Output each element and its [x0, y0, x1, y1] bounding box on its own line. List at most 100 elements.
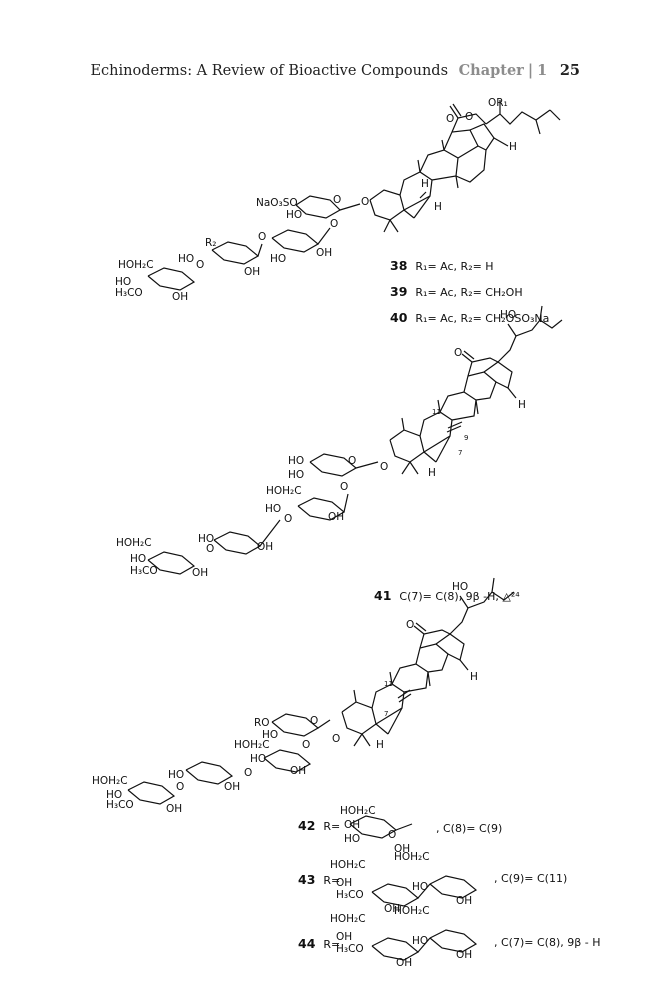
atom-label: O	[406, 619, 414, 631]
atom-label: O	[340, 481, 348, 493]
atom-label: OH	[166, 803, 182, 815]
atom-label: O	[196, 259, 204, 271]
atom-label: HO	[115, 276, 131, 288]
atom-label: HO	[412, 881, 428, 893]
running-header: Echinoderms: A Review of Bioactive Compo…	[0, 62, 580, 79]
atom-label: O	[333, 194, 341, 206]
atom-label: OH	[336, 931, 352, 943]
atom-label: H₃CO	[115, 287, 143, 299]
atom-label: HO	[262, 729, 278, 741]
atom-label: O	[302, 739, 310, 751]
atom-label: HOH₂C	[394, 851, 430, 863]
atom-label: O	[446, 113, 454, 125]
atom-label: O	[330, 218, 338, 230]
atom-label: OH	[244, 266, 260, 278]
atom-label: HO	[452, 581, 468, 593]
atom-number: 7	[458, 449, 462, 457]
atom-label: O	[348, 455, 356, 467]
atom-label: HOH₂C	[118, 259, 154, 271]
compound-43-note: , C(9)= C(11)	[494, 872, 568, 885]
structure-41: O HO H H 11 9 7 O HO HO O O HOH₂C HO OH …	[116, 305, 563, 579]
atom-label: HOH₂C	[394, 905, 430, 917]
atom-label: OH	[316, 247, 332, 259]
atom-label: RO	[254, 717, 270, 729]
atom-label: O	[310, 715, 318, 727]
page-number: 25	[559, 62, 580, 79]
atom-label: O	[244, 767, 252, 779]
atom-label: HO	[270, 253, 286, 265]
atom-label: H	[434, 201, 442, 213]
atom-label: OH	[394, 843, 410, 855]
book-title: Echinoderms: A Review of Bioactive Compo…	[90, 63, 449, 79]
atom-label: HO	[286, 209, 302, 221]
atom-label: HOH₂C	[234, 739, 270, 751]
atom-label: OH	[172, 291, 188, 303]
atom-label: HOH₂C	[92, 775, 128, 787]
atom-label: HO	[265, 503, 281, 515]
atom-label: O	[332, 733, 340, 745]
atom-label: OH	[328, 511, 344, 523]
atom-label: HO	[412, 935, 428, 947]
atom-label: H	[376, 739, 384, 751]
atom-label: O	[361, 196, 369, 208]
atom-label: OH	[384, 903, 400, 915]
atom-label: HO	[168, 769, 184, 781]
atom-label: O	[284, 513, 292, 525]
atom-label: O	[465, 111, 473, 123]
atom-number: 11	[384, 680, 393, 688]
atom-label: H	[421, 178, 429, 190]
atom-label: H₃CO	[336, 889, 364, 901]
compound-44-note: , C(7)= C(8), 9β - H	[494, 936, 601, 949]
atom-label: OH	[224, 781, 240, 793]
atom-label: HO	[344, 833, 360, 845]
atom-label: H	[428, 467, 436, 479]
atom-label: HO	[288, 455, 304, 467]
atom-label: O	[388, 829, 396, 841]
atom-label: O	[176, 781, 184, 793]
atom-label: HO	[178, 253, 194, 265]
atom-label: OH	[456, 895, 472, 907]
atom-label: H	[470, 671, 478, 683]
atom-label: OH	[344, 819, 360, 831]
atom-label: O	[206, 543, 214, 555]
atom-number: 9	[464, 434, 468, 442]
chapter-label: Chapter|1	[458, 62, 548, 79]
atom-label: O	[454, 347, 462, 359]
atom-label: H₃CO	[336, 943, 364, 955]
atom-label: R₂	[205, 237, 217, 249]
atom-label: NaO₃SO	[256, 197, 298, 209]
atom-label: HO	[130, 553, 146, 565]
atom-label: OH	[456, 949, 472, 961]
atom-label: OR₁	[488, 97, 508, 109]
compound-42-note: , C(8)= C(9)	[436, 822, 503, 835]
atom-label: HO	[288, 469, 304, 481]
atom-label: HOH₂C	[340, 805, 376, 817]
atom-label: HOH₂C	[266, 485, 302, 497]
atom-label: OH	[257, 541, 273, 553]
atom-label: HOH₂C	[116, 537, 152, 549]
atom-number: 11	[432, 408, 441, 416]
atom-label: H	[509, 141, 517, 153]
structure-38-40: O O OR₁ H H H O NaO₃SO HO O O O HO OH R₂…	[115, 97, 561, 303]
atom-label: OH	[396, 957, 412, 969]
atom-label: HO	[500, 309, 516, 321]
atom-label: H	[518, 399, 526, 411]
atom-label: HOH₂C	[330, 913, 366, 925]
atom-label: HO	[250, 753, 266, 765]
atom-label: OH	[336, 877, 352, 889]
atom-label: OH	[290, 765, 306, 777]
atom-number: 7	[384, 710, 388, 718]
structure-42-44: O HO H H 11 7 O RO HO O O HOH₂C HO OH O …	[92, 577, 515, 969]
atom-label: HO	[198, 533, 214, 545]
atom-label: O	[258, 231, 266, 243]
atom-label: O	[380, 461, 388, 473]
atom-label: H₃CO	[106, 799, 134, 811]
